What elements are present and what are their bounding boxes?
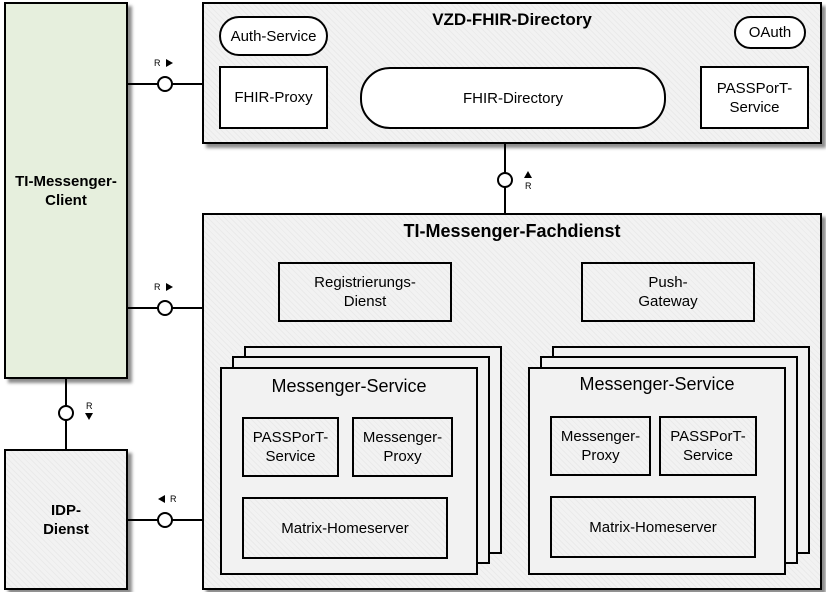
auth-service: Auth-Service xyxy=(219,16,328,56)
arrow-left-icon xyxy=(158,495,165,503)
auth-service-label: Auth-Service xyxy=(230,27,317,45)
vzd-title: VZD-FHIR-Directory xyxy=(432,10,592,29)
right-passport-service: PASSPorT- Service xyxy=(659,416,757,476)
push-gateway-label: Push- Gateway xyxy=(638,274,698,310)
vzd-passport-service: PASSPorT- Service xyxy=(700,66,809,129)
interface-client-idp xyxy=(58,405,74,421)
ti-messenger-client-label: TI-Messenger- Client xyxy=(15,172,117,209)
ti-messenger-client: TI-Messenger- Client xyxy=(4,2,128,379)
interface-client-vzd-label: R xyxy=(154,58,161,68)
messenger-service-left-title: Messenger-Service xyxy=(271,376,427,396)
oauth-label: OAuth xyxy=(748,24,792,41)
interface-idp-fachdienst-label: R xyxy=(170,494,177,504)
left-messenger-proxy-label: Messenger- Proxy xyxy=(362,429,443,465)
fhir-proxy: FHIR-Proxy xyxy=(219,66,328,129)
fhir-proxy-label: FHIR-Proxy xyxy=(234,89,313,106)
interface-client-fachdienst-label: R xyxy=(154,282,161,292)
idp-dienst: IDP- Dienst xyxy=(4,449,128,590)
interface-client-idp-label: R xyxy=(86,401,93,411)
arrow-right-icon xyxy=(166,283,173,291)
fhir-directory: FHIR-Directory xyxy=(360,67,666,129)
right-matrix-homeserver-label: Matrix-Homeserver xyxy=(589,518,717,536)
left-passport-service-label: PASSPorT- Service xyxy=(252,429,329,465)
registrierungs-dienst-label: Registrierungs- Dienst xyxy=(314,274,416,310)
registrierungs-dienst: Registrierungs- Dienst xyxy=(278,262,452,322)
oauth: OAuth xyxy=(734,16,806,49)
fachdienst-title: TI-Messenger-Fachdienst xyxy=(403,221,621,241)
push-gateway: Push- Gateway xyxy=(581,262,755,322)
left-matrix-homeserver-label: Matrix-Homeserver xyxy=(281,519,409,537)
interface-client-vzd xyxy=(157,76,173,92)
left-messenger-proxy: Messenger- Proxy xyxy=(352,417,453,477)
interface-vzd-fachdienst xyxy=(497,172,513,188)
interface-client-fachdienst xyxy=(157,300,173,316)
arrow-down-icon xyxy=(85,413,93,420)
right-passport-service-label: PASSPorT- Service xyxy=(670,428,746,464)
vzd-passport-service-label: PASSPorT- Service xyxy=(716,79,793,116)
right-matrix-homeserver: Matrix-Homeserver xyxy=(550,496,756,558)
arrow-right-icon xyxy=(166,59,173,67)
interface-vzd-fachdienst-label: R xyxy=(525,181,532,191)
idp-dienst-label: IDP- Dienst xyxy=(43,501,89,538)
left-matrix-homeserver: Matrix-Homeserver xyxy=(242,497,448,559)
fhir-directory-label: FHIR-Directory xyxy=(463,89,563,107)
interface-idp-fachdienst xyxy=(157,512,173,528)
right-messenger-proxy: Messenger- Proxy xyxy=(550,416,651,476)
arrow-up-icon xyxy=(524,171,532,178)
right-messenger-proxy-label: Messenger- Proxy xyxy=(560,428,641,464)
messenger-service-right-title: Messenger-Service xyxy=(579,374,735,394)
left-passport-service: PASSPorT- Service xyxy=(242,417,339,477)
